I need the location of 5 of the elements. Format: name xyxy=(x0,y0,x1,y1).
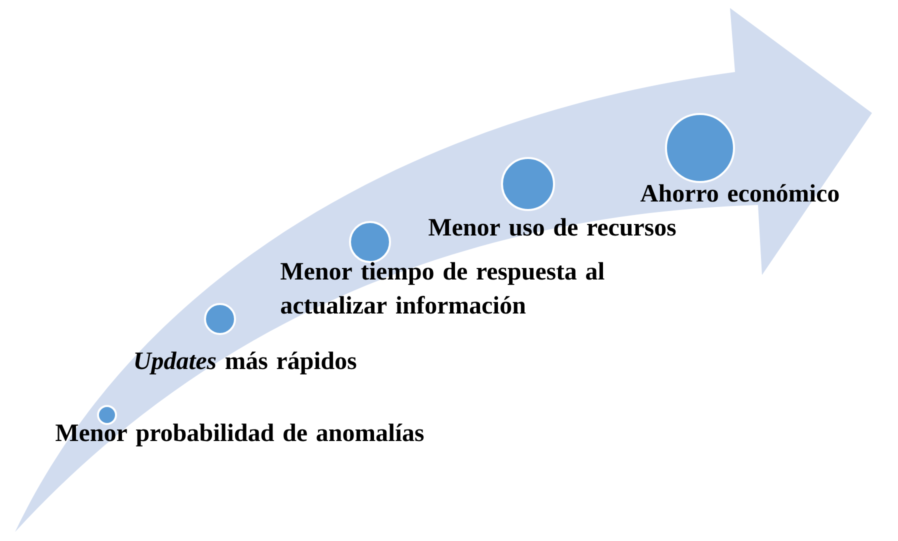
callout-text: Menor tiempo de respuesta al actualizar información xyxy=(280,262,604,314)
callout-text: Menor uso de recursos xyxy=(428,218,676,236)
callout-text: Ahorro económico xyxy=(640,184,839,202)
callout-text: Menor probabilidad de anomalías xyxy=(56,424,424,446)
callout-text: Updates más rápidos xyxy=(135,352,356,374)
